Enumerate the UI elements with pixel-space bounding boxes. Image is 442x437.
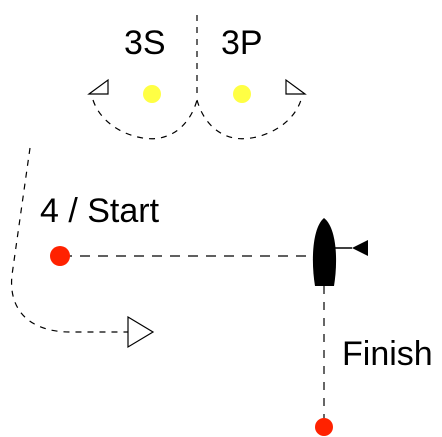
course-leg-path (10, 147, 128, 333)
finish-label: Finish (342, 335, 433, 373)
gate-3s-mark (143, 85, 161, 103)
finish-mark (315, 418, 333, 436)
gate-3s-label: 3S (124, 24, 166, 62)
start-mark (50, 246, 70, 266)
pennant-flag-icon (352, 240, 368, 256)
committee-boat-icon (312, 218, 337, 286)
gate-3p-label: 3P (221, 24, 263, 62)
gate-3p-mark (233, 85, 251, 103)
course-direction-arrow-icon (127, 315, 155, 349)
gate-3p-arrow-icon (285, 78, 307, 95)
gate-3p-rounding-path (196, 99, 302, 140)
gate-3s-rounding-path (92, 99, 198, 140)
gate-3s-arrow-icon (87, 78, 109, 95)
start-mark-label: 4 / Start (40, 192, 160, 230)
